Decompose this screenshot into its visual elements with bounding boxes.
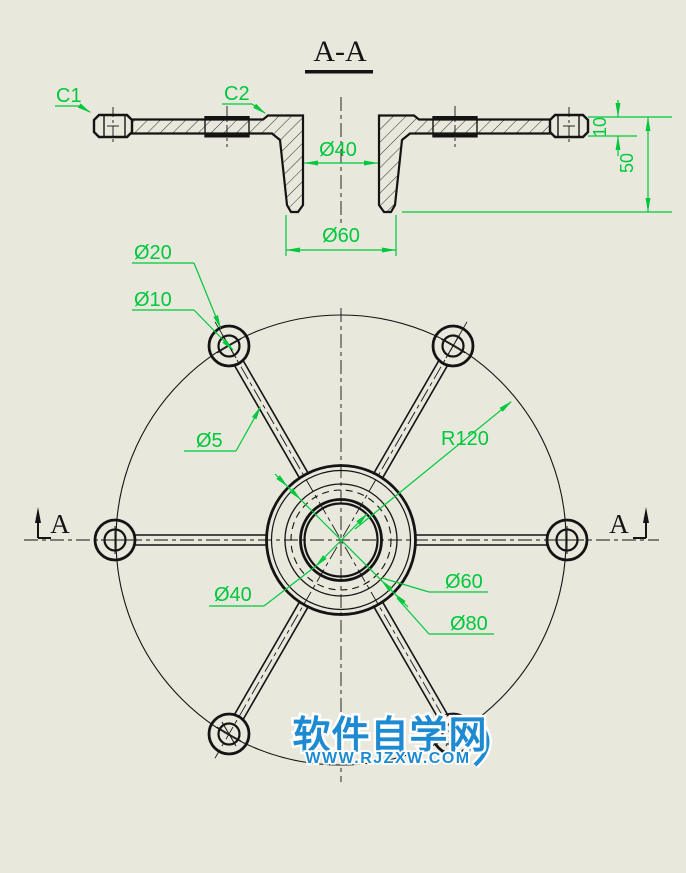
cutting-plane-left: A: [35, 507, 70, 539]
dim-hub-hidden-label: Ø60: [445, 571, 483, 593]
section-title-underline: [305, 70, 373, 74]
hub-circles: [265, 464, 417, 616]
hub-outer-circle: [265, 464, 417, 616]
chamfer-c2-label: C2: [224, 83, 250, 105]
section-dim-bore-label: Ø40: [319, 139, 357, 161]
section-end-cap-left: [92, 107, 134, 145]
knob-top-right: [431, 324, 475, 368]
section-dim-hub-bottom-label: Ø60: [322, 225, 360, 247]
bore-chamfer-circle: [299, 498, 383, 582]
watermark-wave-icon-2: [473, 717, 490, 767]
section-left-plate-and-wall: [129, 114, 305, 214]
section-knob-projection-left: [204, 106, 250, 147]
plan-centerlines: [24, 308, 659, 782]
watermark-wave-icon-1: [460, 724, 473, 761]
watermark: 软件自学网 WWW.RJZXW.COM: [290, 712, 492, 769]
section-dim-hub-height: [402, 117, 672, 213]
hub-hidden-circle: [290, 489, 392, 591]
plan-view: A A: [24, 242, 659, 782]
dim-pitch-radius-label: R120: [441, 428, 489, 450]
dim-plan-bore-label: Ø40: [214, 584, 252, 606]
spokes: [135, 358, 547, 722]
section-view: A-A: [55, 35, 672, 256]
dim-knob-inner-label: Ø10: [134, 289, 172, 311]
section-dim-rim-thickness: [588, 100, 672, 156]
spoke-end-knobs: [93, 324, 589, 756]
section-end-cap-right: [548, 107, 590, 145]
bore-circle: [303, 502, 379, 578]
watermark-site-url: WWW.RJZXW.COM: [305, 750, 470, 767]
dim-knob-outer-label: Ø20: [134, 242, 172, 264]
section-knob-projection-right: [432, 106, 478, 147]
section-dim-hub-height-label: 50: [617, 153, 637, 173]
cutting-plane-letter-right: A: [609, 509, 629, 539]
chamfer-callout-c1: [55, 103, 91, 113]
chamfer-callout-c2: [222, 103, 266, 114]
cutting-plane-letter-left: A: [50, 509, 70, 539]
chamfer-c1-label: C1: [56, 85, 82, 107]
plan-dimensions: [132, 262, 512, 635]
knob-left: [93, 518, 137, 562]
section-title: A-A: [313, 35, 367, 68]
knob-bottom-left: [207, 712, 251, 756]
section-dim-bore: [304, 160, 378, 166]
knob-right: [545, 518, 589, 562]
dim-hub-outer-label: Ø80: [450, 613, 488, 635]
section-dim-hub-bottom: [285, 215, 397, 256]
section-right-plate-and-wall: [377, 114, 553, 214]
watermark-site-name: 软件自学网: [292, 714, 487, 757]
section-dim-rim-thickness-label: 10: [590, 117, 610, 137]
cutting-plane-right: A: [609, 507, 649, 539]
dim-spoke-label: Ø5: [196, 430, 223, 452]
